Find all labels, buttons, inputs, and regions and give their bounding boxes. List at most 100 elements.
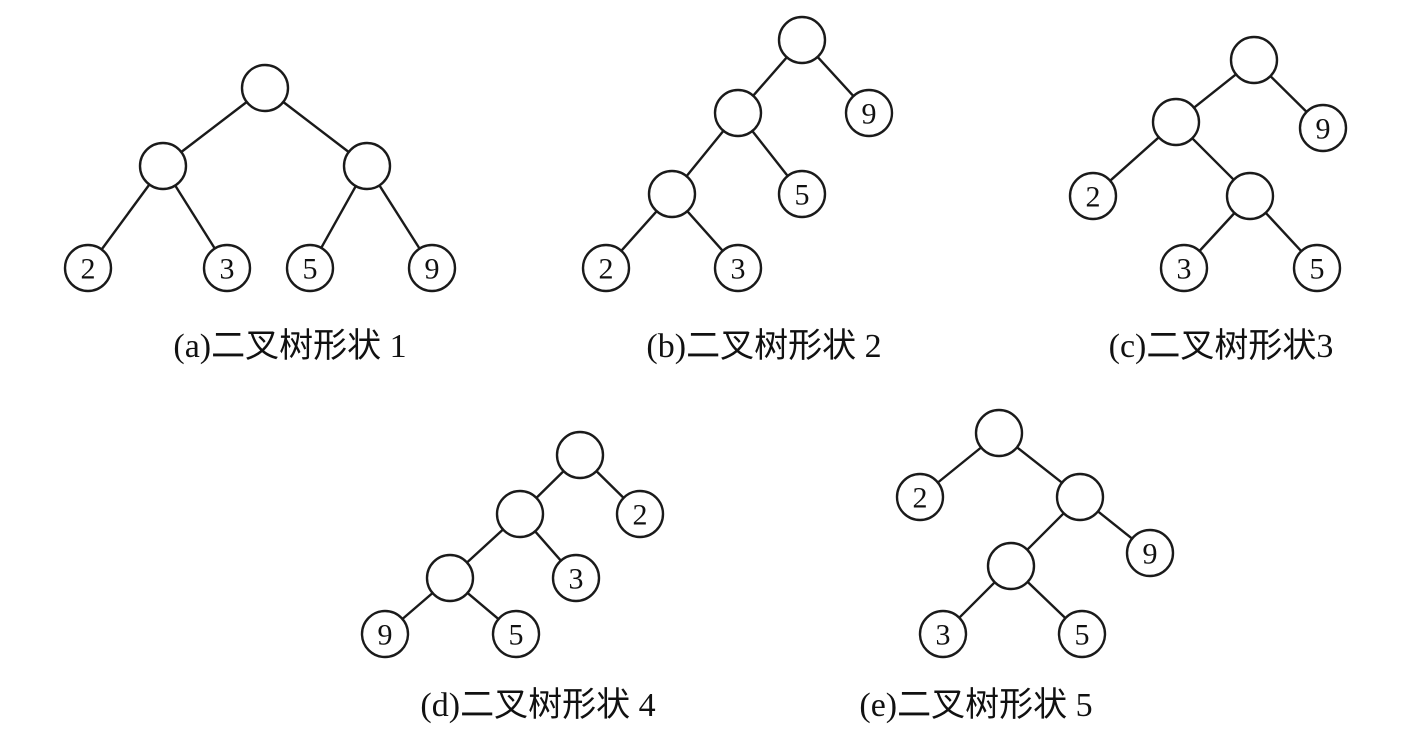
tree-edge	[686, 210, 724, 252]
leaf-node: 2	[895, 472, 945, 522]
node-label: 5	[795, 179, 810, 212]
node-circle	[202, 243, 252, 293]
tree-edge	[1109, 136, 1160, 182]
node-label: 3	[569, 563, 584, 596]
node-circle	[240, 63, 290, 113]
node-circle	[581, 243, 631, 293]
tree-edge	[1026, 581, 1067, 619]
node-circle	[895, 472, 945, 522]
leaf-node: 2	[581, 243, 631, 293]
leaf-node: 2	[1068, 171, 1118, 221]
node-circle	[1068, 171, 1118, 221]
tree-edge	[816, 56, 855, 97]
internal-node	[777, 15, 827, 65]
node-circle	[1151, 97, 1201, 147]
internal-node	[1151, 97, 1201, 147]
leaf-node: 5	[285, 243, 335, 293]
internal-node	[713, 88, 763, 138]
node-label: 2	[633, 499, 648, 532]
node-label: 3	[731, 253, 746, 286]
tree-edge	[937, 446, 982, 484]
leaf-node: 5	[1057, 609, 1107, 659]
leaf-node: 3	[1159, 243, 1209, 293]
tree-b: 9 5 2 3 (b)二叉树形状 2	[581, 15, 894, 365]
node-circle	[713, 88, 763, 138]
leaf-node: 9	[360, 609, 410, 659]
leaf-node: 3	[202, 243, 252, 293]
node-circle	[1159, 243, 1209, 293]
node-circle	[986, 541, 1036, 591]
node-circle	[285, 243, 335, 293]
tree-caption: (c)二叉树形状3	[1109, 327, 1334, 365]
internal-node	[240, 63, 290, 113]
node-label: 3	[1177, 253, 1192, 286]
leaf-node: 9	[844, 88, 894, 138]
node-label: 9	[425, 253, 440, 286]
tree-edge	[1198, 212, 1236, 252]
internal-node	[986, 541, 1036, 591]
node-circle	[1292, 243, 1342, 293]
tree-edge	[534, 530, 562, 562]
tree-c: 9 2 3 5 (c)二叉树形状3	[1068, 35, 1348, 365]
node-label: 9	[862, 98, 877, 131]
tree-edge	[466, 528, 504, 564]
internal-node	[555, 430, 605, 480]
node-label: 3	[936, 619, 951, 652]
tree-edge	[620, 210, 658, 252]
leaf-node: 2	[63, 243, 113, 293]
node-label: 5	[1075, 619, 1090, 652]
internal-node	[495, 489, 545, 539]
tree-edge	[378, 184, 421, 250]
node-circle	[777, 169, 827, 219]
leaf-node: 5	[777, 169, 827, 219]
node-circle	[360, 609, 410, 659]
node-label: 5	[509, 619, 524, 652]
tree-edge	[751, 130, 789, 177]
node-label: 2	[81, 253, 96, 286]
node-label: 2	[913, 482, 928, 515]
leaf-node: 5	[1292, 243, 1342, 293]
node-circle	[1055, 472, 1105, 522]
node-circle	[1298, 103, 1348, 153]
internal-node	[1229, 35, 1279, 85]
tree-edge	[535, 470, 565, 499]
node-label: 9	[1143, 538, 1158, 571]
node-circle	[713, 243, 763, 293]
node-circle	[555, 430, 605, 480]
node-circle	[138, 141, 188, 191]
node-circle	[491, 609, 541, 659]
tree-edge	[174, 184, 216, 250]
tree-caption: (d)二叉树形状 4	[420, 686, 655, 724]
internal-node	[138, 141, 188, 191]
tree-edge	[1269, 75, 1308, 113]
tree-edge	[1026, 512, 1065, 551]
tree-edge	[180, 101, 248, 153]
tree-edge	[752, 56, 788, 97]
internal-node	[425, 553, 475, 603]
leaf-node: 3	[713, 243, 763, 293]
node-circle	[407, 243, 457, 293]
tree-caption: (a)二叉树形状 1	[173, 327, 406, 365]
leaf-node: 5	[491, 609, 541, 659]
node-label: 2	[1086, 181, 1101, 214]
leaf-node: 9	[1125, 528, 1175, 578]
node-circle	[974, 408, 1024, 458]
node-label: 9	[378, 619, 393, 652]
tree-caption: (b)二叉树形状 2	[646, 327, 881, 365]
node-circle	[425, 553, 475, 603]
node-circle	[495, 489, 545, 539]
leaf-node: 3	[918, 609, 968, 659]
node-circle	[777, 15, 827, 65]
leaf-node: 9	[1298, 103, 1348, 153]
tree-edge	[1191, 137, 1235, 181]
node-circle	[615, 489, 665, 539]
node-circle	[1057, 609, 1107, 659]
tree-edge	[1193, 73, 1237, 109]
internal-node	[342, 141, 392, 191]
node-circle	[647, 169, 697, 219]
node-circle	[918, 609, 968, 659]
tree-d: 2 3 9 5 (d)二叉树形状 4	[360, 430, 665, 724]
